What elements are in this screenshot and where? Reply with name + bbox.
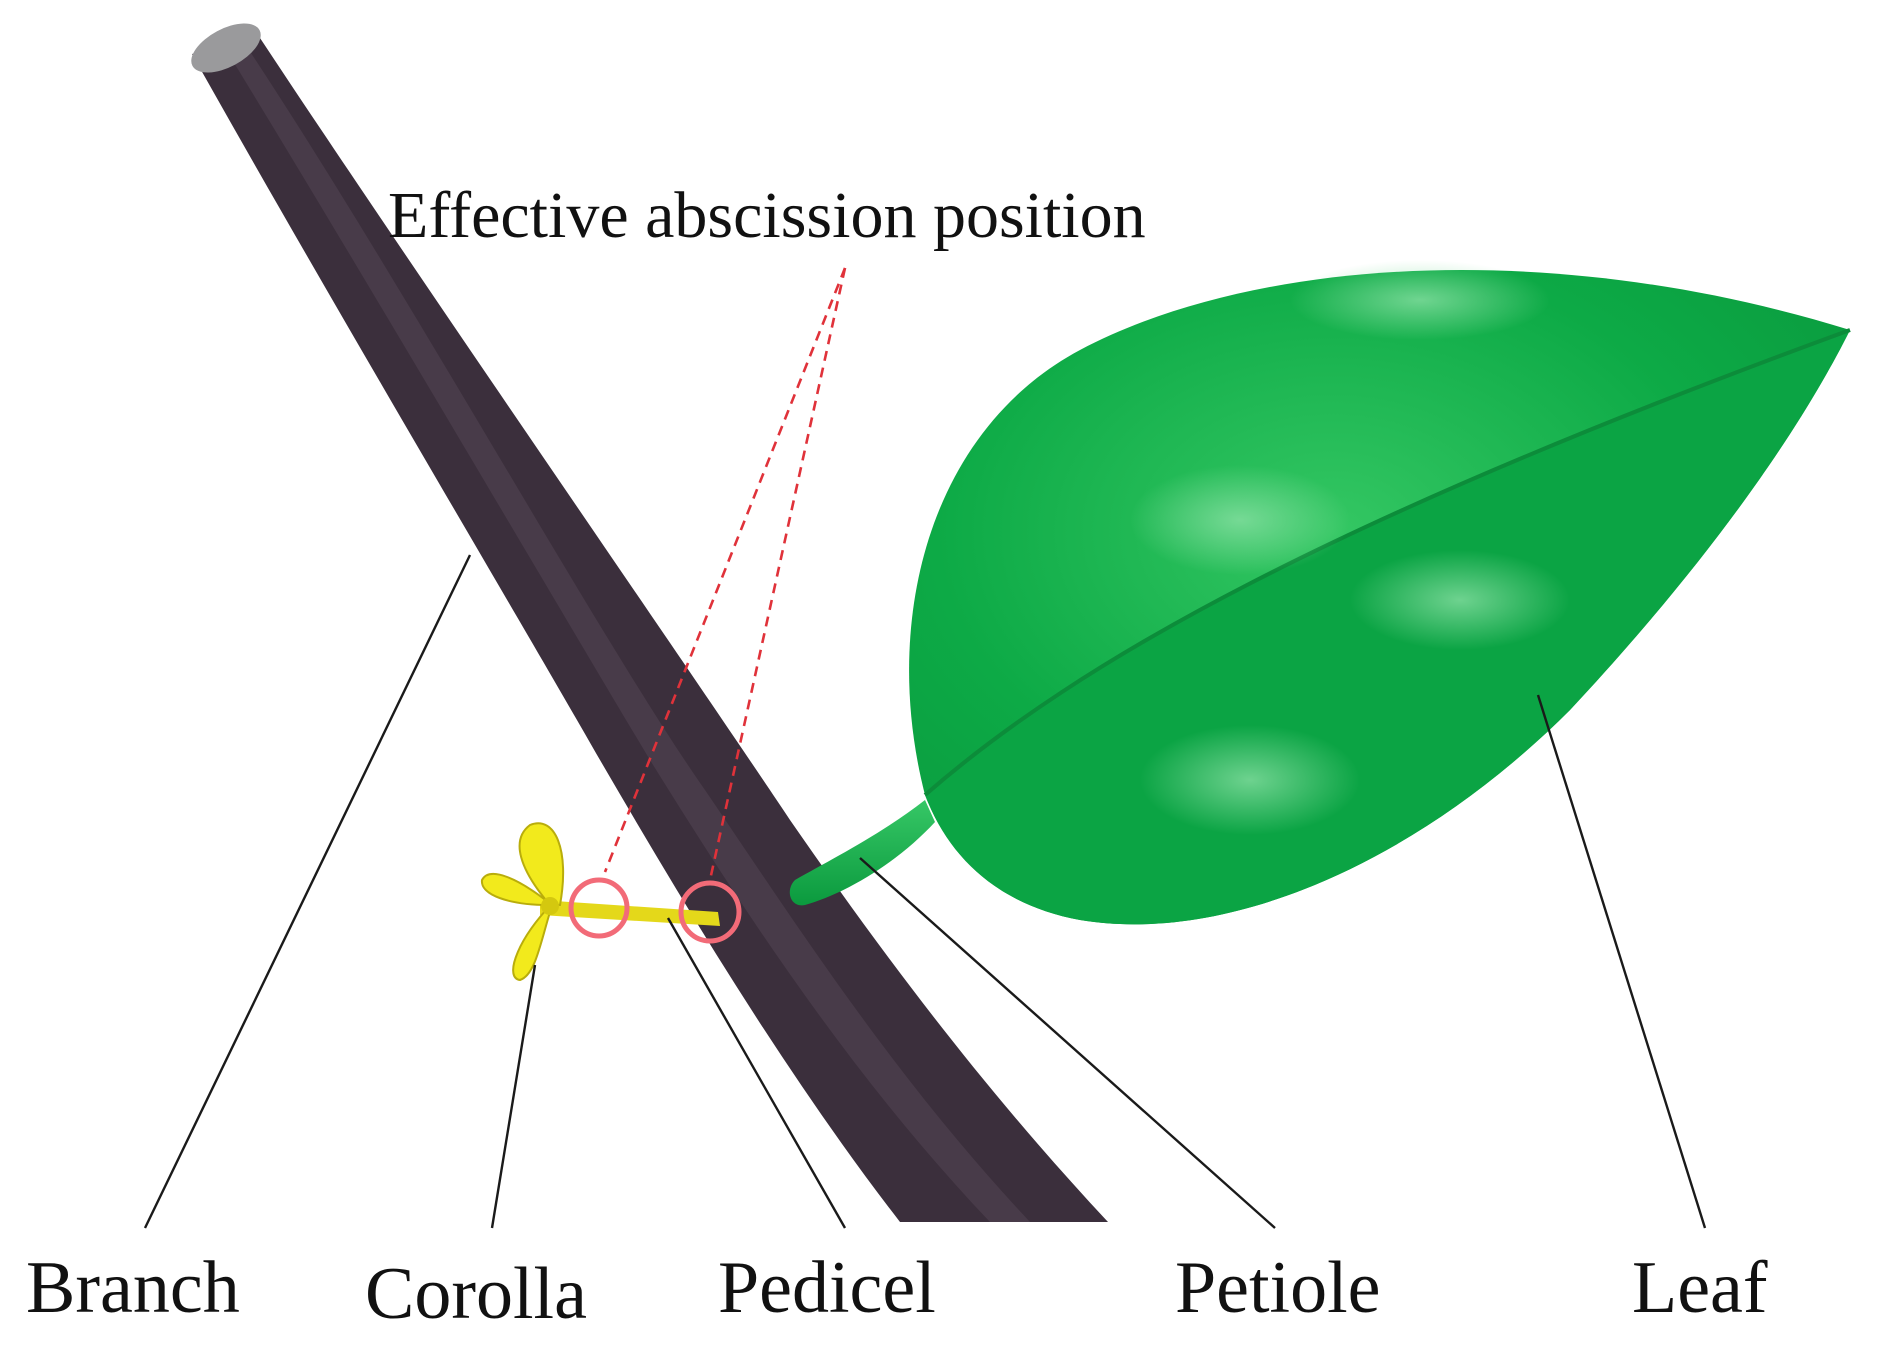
branch-cut-end xyxy=(191,23,261,73)
abscission-ring-corolla-side xyxy=(568,877,630,939)
corolla-petal xyxy=(512,908,552,982)
label-petiole: Petiole xyxy=(1175,1247,1381,1329)
abscission-markers xyxy=(568,267,847,944)
label-corolla: Corolla xyxy=(365,1253,587,1335)
petiole xyxy=(789,800,935,906)
corolla-petal xyxy=(480,872,549,907)
branch-highlight xyxy=(225,44,1030,1222)
leader-line-branch xyxy=(143,554,472,1229)
abscission-dash-line xyxy=(603,267,847,873)
corolla xyxy=(480,822,565,982)
label-branch: Branch xyxy=(26,1247,240,1329)
leader-line-leaf xyxy=(1536,694,1707,1229)
abscission-dash-line xyxy=(708,267,847,881)
label-leaf: Leaf xyxy=(1632,1247,1768,1329)
corolla-petal xyxy=(518,822,565,906)
leader-line-pedicel xyxy=(666,917,847,1229)
leader-lines xyxy=(143,554,1707,1229)
leaf-highlight xyxy=(1290,260,1550,340)
leaf-midrib xyxy=(923,328,1851,797)
flower xyxy=(480,822,720,982)
leaf xyxy=(789,260,1851,925)
corolla-center xyxy=(541,897,559,915)
leader-line-corolla xyxy=(490,964,537,1229)
labels: Effective abscission position Branch Cor… xyxy=(26,179,1768,1335)
leaf-highlight xyxy=(1140,725,1360,835)
branch xyxy=(191,23,1108,1222)
label-pedicel: Pedicel xyxy=(718,1247,936,1329)
leaf-highlight xyxy=(1350,550,1570,650)
leader-line-petiole xyxy=(859,857,1276,1229)
label-effective-abscission-position: Effective abscission position xyxy=(388,179,1146,252)
leaf-highlight xyxy=(1130,465,1350,575)
abscission-ring-branch-side xyxy=(678,880,742,944)
pedicel-stalk xyxy=(540,900,720,926)
